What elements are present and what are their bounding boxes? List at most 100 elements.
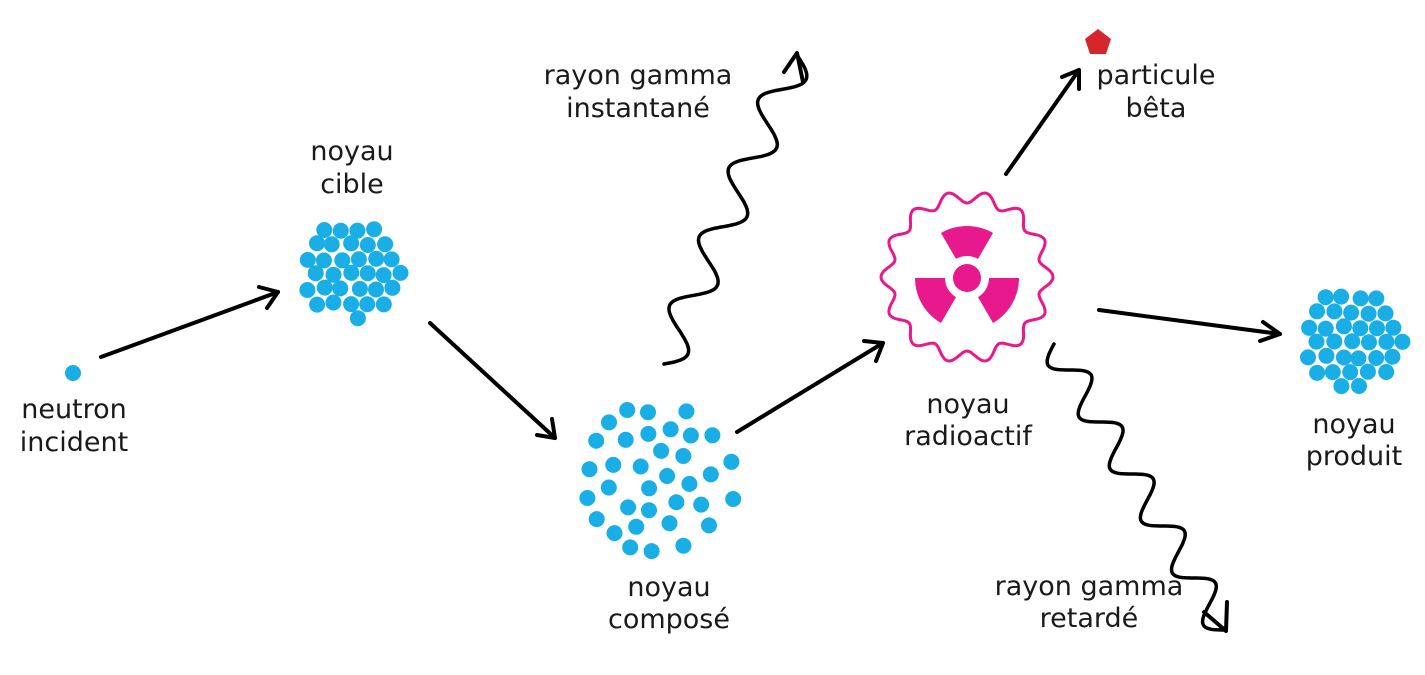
nucleon: [632, 458, 649, 475]
arrow-radioactive-to-beta: [1004, 68, 1081, 176]
nucleon: [701, 517, 717, 534]
nucleon: [1324, 364, 1341, 381]
nucleon: [668, 494, 685, 511]
nucleon: [383, 251, 400, 268]
nucleon: [628, 518, 645, 535]
nucleon: [366, 221, 383, 238]
nucleon: [605, 456, 622, 473]
nucleon: [1342, 364, 1359, 381]
compound-label-line1: noyau: [627, 572, 710, 603]
arrow-compound-to-radioactive: [735, 339, 885, 434]
product-label-line1: noyau: [1312, 409, 1395, 440]
target-label-line2: cible: [320, 169, 384, 200]
nucleon: [659, 468, 676, 484]
nucleon: [325, 266, 342, 283]
nucleon: [315, 252, 332, 269]
nucleon: [1317, 289, 1334, 306]
nucleon: [600, 479, 617, 496]
nucleon: [1309, 303, 1325, 320]
target-label-line1: noyau: [310, 136, 393, 167]
nucleon: [384, 279, 401, 296]
nucleon: [579, 490, 596, 506]
nucleon: [332, 280, 349, 297]
nucleon: [1368, 350, 1385, 366]
nucleon: [601, 414, 617, 431]
nucleon: [377, 236, 394, 253]
nucleon: [332, 222, 349, 239]
nucleon: [643, 543, 660, 560]
nucleon: [617, 431, 634, 448]
nucleon: [682, 427, 699, 444]
nucleon: [350, 251, 367, 268]
nucleon: [1317, 320, 1334, 337]
nucleon: [359, 265, 376, 282]
nucleon: [343, 264, 360, 281]
compound-label-line2: composé: [608, 604, 730, 635]
nucleon: [1350, 350, 1367, 367]
radioactive-label-line1: noyau: [926, 389, 1009, 420]
neutron-particle: [65, 365, 81, 381]
nucleon: [1300, 349, 1316, 366]
radioactive-nucleus: [879, 191, 1055, 363]
nucleon: [1333, 288, 1350, 305]
nucleon: [368, 250, 385, 267]
nucleon: [375, 296, 392, 313]
nucleon: [1335, 349, 1352, 366]
nucleon: [606, 525, 623, 542]
nucleon: [343, 296, 360, 313]
trefoil-blade: [915, 278, 956, 323]
nucleon: [640, 404, 656, 421]
radioactive-wavy-outline: [879, 191, 1055, 363]
nucleon: [1326, 303, 1343, 320]
product-label-line2: produit: [1306, 441, 1403, 472]
nucleon: [299, 251, 316, 268]
nucleon: [1361, 334, 1377, 351]
nucleon: [368, 281, 384, 298]
nucleon: [1351, 378, 1367, 394]
nucleon: [309, 296, 326, 313]
delayed-gamma-label-line1: rayon gamma: [995, 571, 1184, 602]
nucleon: [620, 499, 637, 516]
product-nucleus: [1300, 288, 1411, 395]
nucleon: [675, 537, 692, 554]
arrow-neutron-to-target: [99, 285, 280, 359]
nucleon: [1335, 318, 1352, 335]
nucleon: [375, 267, 392, 284]
nucleon: [640, 425, 657, 442]
arrow-radioactive-to-product: [1097, 308, 1282, 343]
nucleon: [392, 264, 409, 281]
arrow-target-to-compound: [428, 321, 557, 440]
trefoil-center: [953, 264, 981, 292]
nucleon: [316, 279, 333, 296]
nucleon: [307, 265, 324, 282]
nucleon: [704, 427, 721, 444]
nucleon: [1352, 290, 1369, 307]
nucleon: [662, 421, 679, 438]
nucleon: [1378, 364, 1395, 380]
nucleon: [1368, 290, 1385, 307]
nucleon: [1344, 333, 1361, 350]
nucleon: [622, 539, 639, 556]
nucleon: [1359, 363, 1376, 380]
nucleon: [661, 515, 678, 532]
nucleon: [641, 502, 657, 519]
nucleon: [1369, 320, 1385, 337]
nucleon: [588, 432, 605, 449]
neutron-label-line2: incident: [20, 427, 128, 458]
prompt-gamma-wave-arrow: [662, 51, 809, 366]
nucleon: [725, 491, 742, 507]
nucleon: [334, 252, 351, 269]
nucleon: [325, 294, 342, 311]
nucleon: [349, 222, 366, 239]
nucleon: [588, 511, 605, 528]
nucleon: [1352, 320, 1369, 337]
nucleon: [619, 402, 636, 418]
nucleon: [1360, 305, 1377, 322]
compound-nucleus: [579, 402, 742, 560]
nucleon: [1377, 305, 1394, 322]
nucleon: [1333, 378, 1350, 395]
nucleon: [675, 448, 692, 464]
nucleon: [693, 496, 710, 513]
target-nucleus: [299, 221, 409, 327]
